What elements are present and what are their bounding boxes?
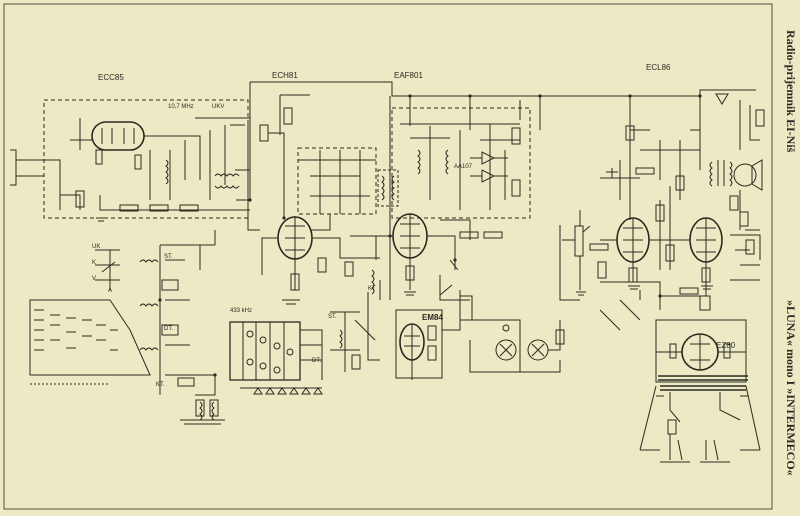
output-transformer bbox=[709, 160, 733, 187]
dt-label-mid: DT. bbox=[312, 358, 321, 364]
a-label: A bbox=[108, 288, 112, 294]
ech81-oscillator-box bbox=[297, 147, 377, 215]
antenna-input bbox=[10, 149, 30, 186]
freq-if-label: 433 kHz bbox=[230, 308, 252, 314]
freq-fm-label: 10,7 MHz bbox=[168, 104, 194, 110]
tube-label-ez80: EZ80 bbox=[716, 341, 736, 350]
dt-label-left: DT. bbox=[164, 326, 173, 332]
em84-box bbox=[395, 309, 443, 379]
speaker bbox=[733, 163, 757, 187]
kt-label-left: KT. bbox=[156, 382, 165, 388]
dial-lamp-left bbox=[495, 339, 517, 361]
diode-label: AA107 bbox=[454, 164, 473, 170]
st-label-left: ST. bbox=[164, 254, 173, 260]
diode-aa107 bbox=[470, 151, 508, 165]
side-title: Radio-prijemnik EI-Niš bbox=[784, 30, 798, 153]
ukv-label: UKV bbox=[212, 104, 224, 110]
station-legend-grid bbox=[29, 299, 151, 376]
sheet-border bbox=[3, 3, 773, 510]
v-label: V bbox=[92, 276, 96, 282]
ecc85-tube bbox=[91, 121, 145, 151]
power-transformer bbox=[658, 375, 748, 391]
tube-label-ecc85: ECC85 bbox=[98, 73, 124, 82]
side-model: »LUNA« mono I »INTERMECO« bbox=[784, 300, 798, 476]
kt-label-mid: KT bbox=[368, 286, 376, 292]
eaf801-if-box bbox=[391, 107, 531, 219]
power-supply-box bbox=[655, 319, 747, 383]
k-label: K bbox=[92, 260, 96, 266]
tube-label-ech81: ECH81 bbox=[272, 71, 298, 80]
tube-label-em84: EM84 bbox=[422, 313, 443, 322]
uk-label: UK bbox=[92, 244, 100, 250]
st-label-mid: ST. bbox=[328, 314, 337, 320]
tube-label-ecl86: ECL86 bbox=[646, 63, 671, 72]
tube-label-eaf801: EAF801 bbox=[394, 71, 423, 80]
supply-rail bbox=[250, 81, 756, 97]
if-switch-block bbox=[229, 321, 301, 381]
